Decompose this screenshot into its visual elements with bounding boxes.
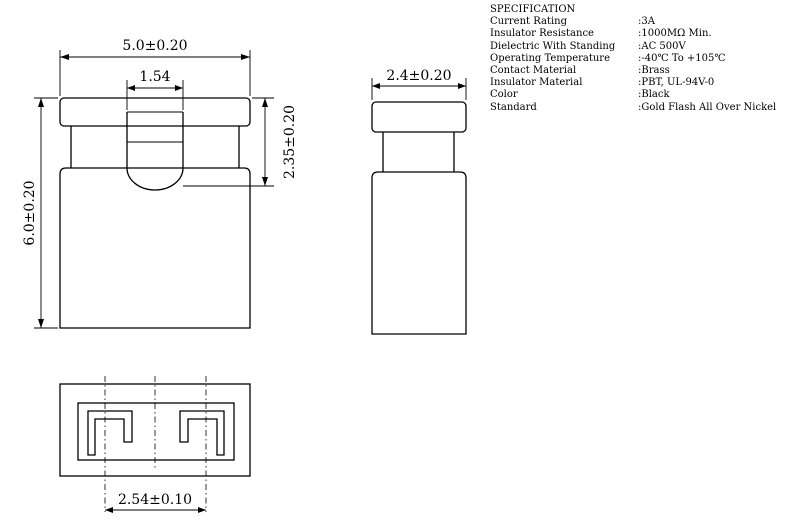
spec-label: Current Rating <box>490 16 567 28</box>
spec-row: Color :Black <box>490 89 776 101</box>
spec-row: Standard :Gold Flash All Over Nickel <box>490 102 776 114</box>
spec-value: :1000MΩ Min. <box>638 28 712 40</box>
dim-side-width: 2.4±0.20 <box>386 68 451 84</box>
spec-label: Insulator Material <box>490 77 583 89</box>
spec-value: :3A <box>638 16 655 28</box>
spec-value: :AC 500V <box>638 40 686 52</box>
spec-value: :PBT, UL-94V-0 <box>638 77 715 89</box>
spec-label: Contact Material <box>490 65 577 77</box>
spec-label: Dielectric With Standing <box>490 40 616 52</box>
spec-row: Current Rating :3A <box>490 16 776 28</box>
spec-label: Color <box>490 89 518 101</box>
spec-row: Contact Material :Brass <box>490 65 776 77</box>
bottom-view <box>59 376 251 513</box>
spec-value: :Black <box>638 89 670 101</box>
spec-label: Insulator Resistance <box>490 28 594 40</box>
spec-title: SPECIFICATION <box>490 4 576 15</box>
side-view <box>371 78 467 335</box>
spec-row: Dielectric With Standing :AC 500V <box>490 41 776 53</box>
spec-value: :Gold Flash All Over Nickel <box>638 101 777 113</box>
dim-front-inner: 1.54 <box>139 69 170 85</box>
dim-bottom-pitch: 2.54±0.10 <box>118 492 192 508</box>
dim-front-height: 6.0±0.20 <box>22 180 38 245</box>
spec-label: Operating Temperature <box>490 52 611 64</box>
spec-row: Operating Temperature :-40℃ To +105℃ <box>490 53 776 65</box>
spec-value: :Brass <box>638 65 670 77</box>
dim-front-top: 2.35±0.20 <box>282 105 298 179</box>
dim-front-width: 5.0±0.20 <box>122 38 187 54</box>
spec-label: Standard <box>490 101 537 113</box>
spec-row: Insulator Material :PBT, UL-94V-0 <box>490 77 776 89</box>
front-view <box>34 50 274 329</box>
spec-row: Insulator Resistance :1000MΩ Min. <box>490 28 776 40</box>
spec-value: :-40℃ To +105℃ <box>638 52 726 64</box>
specification-table: SPECIFICATION Current Rating :3A Insulato… <box>490 4 776 114</box>
